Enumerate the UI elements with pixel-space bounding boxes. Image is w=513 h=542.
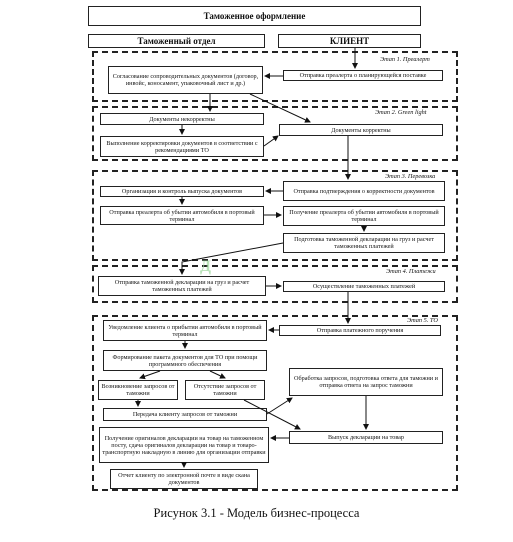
stage-2-label: Этап 2. Green light <box>375 109 427 116</box>
stage-5-frame <box>92 315 458 491</box>
node-no-customs-requests: Отсутствие запросов от таможни <box>185 380 265 400</box>
stage-3-label: Этап 3. Перевозка <box>385 173 436 180</box>
stage-2-frame <box>92 106 458 161</box>
column-client: КЛИЕНТ <box>278 34 421 48</box>
arrow-agree-to-correct <box>249 93 311 123</box>
column-customs-department: Таможенный отдел <box>88 34 265 48</box>
arrow-transfer-to-process <box>266 397 293 415</box>
stage-1-label: Этап 1. Преалерт <box>380 56 430 63</box>
node-email-report: Отчет клиенту по электронной почте в вид… <box>110 469 258 489</box>
node-documents-correct: Документы корректны <box>279 124 443 136</box>
arrow-package-to-norequests <box>209 370 226 379</box>
node-send-declaration: Отправка таможенной декларации на груз и… <box>98 276 266 296</box>
node-process-requests: Обработка запросов, подготовка ответа дл… <box>289 368 443 396</box>
figure-caption: Рисунок 3.1 - Модель бизнес-процесса <box>153 506 360 520</box>
node-send-departure-prealert: Отправка преалерта об убытии автомобиля … <box>100 206 264 225</box>
node-customs-requests: Возникновение запросов от таможни <box>98 380 178 400</box>
node-prepare-declaration: Подготовка таможенной декларации на груз… <box>283 233 445 253</box>
node-send-confirmation: Отправка подтверждения о корректности до… <box>283 181 445 201</box>
arrow-norequests-to-release <box>243 399 301 430</box>
node-receive-departure-prealert: Получение преалерта об убытии автомобиля… <box>283 206 445 226</box>
stage-3-frame <box>92 170 458 261</box>
stage-1-frame <box>92 51 458 102</box>
node-correct-documents: Выполнение корректировки документов в со… <box>100 136 264 157</box>
watermark-logo: Д <box>200 258 212 275</box>
node-send-prealert: Отправка преалерта о планирующейся поста… <box>283 70 443 81</box>
node-form-package: Формирование пакета документов для ТО пр… <box>103 350 267 371</box>
node-organize-release: Организация и контроль выпуска документо… <box>100 186 264 197</box>
stage-5-label: Этап 5. ТО <box>407 317 438 324</box>
node-notify-client: Уведомление клиента о прибытии автомобил… <box>103 320 267 341</box>
stage-4-label: Этап 4. Платежи <box>386 268 436 275</box>
node-agree-documents: Согласование сопроводительных документов… <box>108 66 263 94</box>
diagram-title: Таможенное оформление <box>88 6 421 26</box>
node-release-declaration: Выпуск декларации на товар <box>289 431 443 444</box>
node-receive-originals: Получение оригиналов декларации на товар… <box>99 427 269 463</box>
arrow-fix-to-correct <box>263 135 279 147</box>
node-make-payments: Осуществление таможенных платежей <box>283 281 445 292</box>
arrow-prepare-to-send-decl <box>179 242 284 275</box>
arrow-package-to-requests <box>139 370 161 380</box>
node-documents-incorrect: Документы некорректны <box>100 113 264 125</box>
node-transfer-requests: Передача клиенту запросов от таможни <box>103 408 267 421</box>
stage-4-frame <box>92 265 458 303</box>
node-send-payment-order: Отправка платежного поручения <box>279 325 441 336</box>
